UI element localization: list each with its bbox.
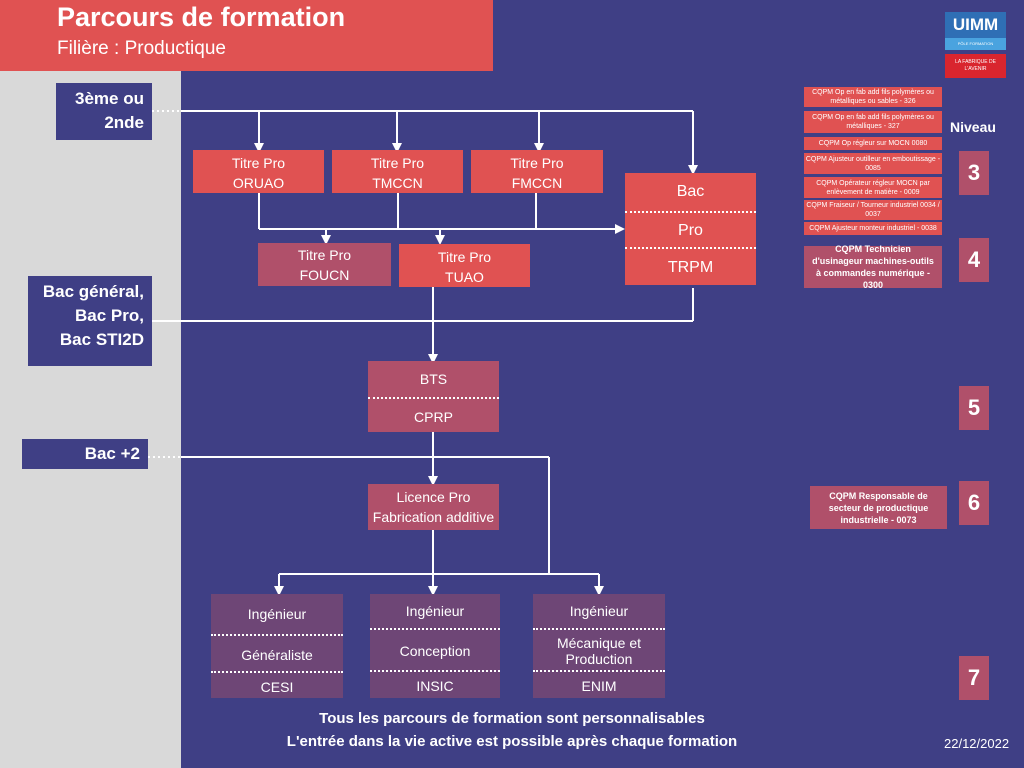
entry-bac-plus-2: Bac +2 <box>22 439 148 469</box>
level-badge: 6 <box>959 481 989 525</box>
logo-sub1: PÔLE FORMATION <box>945 38 1006 50</box>
ingenieur-line: Généraliste <box>211 634 343 673</box>
titre-line: FOUCN <box>299 267 350 283</box>
titre-line: Titre Pro <box>437 249 492 265</box>
entry-line: Bac STI2D <box>59 330 144 349</box>
titre-line: Titre Pro <box>297 247 352 263</box>
ingenieur-insic: Ingénieur Conception INSIC <box>370 594 500 698</box>
logo-text: UIMM <box>945 12 1006 38</box>
licence-line: Licence Pro <box>396 489 471 505</box>
footer-line-1: Tous les parcours de formation sont pers… <box>319 710 705 727</box>
cqpm-item: CQPM Responsable de secteur de productiq… <box>810 486 947 529</box>
ingenieur-cesi: Ingénieur Généraliste CESI <box>211 594 343 698</box>
titre-line: TMCCN <box>372 175 423 191</box>
ingenieur-line: CESI <box>211 671 343 700</box>
cqpm-item: CQPM Op en fab add fils polymères ou mét… <box>804 111 942 133</box>
ingenieur-line: Mécanique et Production <box>533 628 665 672</box>
bts-line: BTS <box>419 371 448 387</box>
bts-line: CPRP <box>368 397 499 434</box>
bac-line: Pro <box>625 211 756 249</box>
titre-line: TUAO <box>445 269 484 285</box>
level-badge: 4 <box>959 238 989 282</box>
entry-3eme-2nde: 3ème ou 2nde <box>56 83 152 140</box>
entry-line: 2nde <box>104 113 144 132</box>
cqpm-item: CQPM Ajusteur monteur industriel - 0038 <box>804 222 942 235</box>
level-badge: 5 <box>959 386 989 430</box>
titre-line: ORUAO <box>232 175 285 191</box>
ingenieur-line: INSIC <box>370 670 500 700</box>
titre-pro-fmccn: Titre Pro FMCCN <box>471 150 603 193</box>
titre-line: FMCCN <box>511 175 563 191</box>
bts-cprp: BTS CPRP <box>368 361 499 432</box>
ingenieur-enim: Ingénieur Mécanique et Production ENIM <box>533 594 665 698</box>
bac-line: TRPM <box>625 247 756 287</box>
cqpm-item: CQPM Ajusteur outilleur en emboutissage … <box>804 153 942 174</box>
page-title: Parcours de formation <box>57 2 346 32</box>
ingenieur-line: Ingénieur <box>247 606 307 622</box>
bac-pro-trpm: Bac Pro TRPM <box>625 173 756 285</box>
licence-pro: Licence Pro Fabrication additive <box>368 484 499 530</box>
ingenieur-line: Conception <box>370 628 500 672</box>
titre-line: Titre Pro <box>231 155 286 171</box>
cqpm-item: CQPM Op régleur sur MOCN 0080 <box>804 137 942 150</box>
ingenieur-line: ENIM <box>533 670 665 700</box>
footer-date: 22/12/2022 <box>944 736 1010 751</box>
titre-pro-tuao: Titre Pro TUAO <box>399 244 530 287</box>
header-banner <box>0 0 493 71</box>
entry-line: 3ème ou <box>75 89 144 108</box>
cqpm-item: CQPM Fraiseur / Tourneur industriel 0034… <box>804 200 942 220</box>
logo-sub2: LA FABRIQUE DE L'AVENIR <box>945 54 1006 78</box>
ingenieur-line: Ingénieur <box>569 603 629 619</box>
page-subtitle: Filière : Productique <box>57 38 226 59</box>
ingenieur-line: Ingénieur <box>405 603 465 619</box>
entry-line: Bac général, <box>42 282 144 301</box>
titre-pro-tmccn: Titre Pro TMCCN <box>332 150 463 193</box>
bac-line: Bac <box>676 183 705 200</box>
uimm-logo: UIMM PÔLE FORMATION LA FABRIQUE DE L'AVE… <box>945 12 1006 78</box>
licence-line: Fabrication additive <box>372 509 495 525</box>
niveau-label: Niveau <box>950 119 996 135</box>
cqpm-item: CQPM Op en fab add fils polymères ou mét… <box>804 87 942 107</box>
cqpm-item: CQPM Technicien d'usinageur machines-out… <box>804 244 942 290</box>
cqpm-item: CQPM Opérateur régleur MOCN par enlèveme… <box>804 177 942 198</box>
titre-line: Titre Pro <box>510 155 564 171</box>
level-badge: 7 <box>959 656 989 700</box>
titre-line: Titre Pro <box>370 155 425 171</box>
titre-pro-oruao: Titre Pro ORUAO <box>193 150 324 193</box>
entry-line: Bac Pro, <box>75 306 144 325</box>
footer-line-2: L'entrée dans la vie active est possible… <box>286 733 738 750</box>
titre-pro-foucn: Titre Pro FOUCN <box>258 243 391 286</box>
level-badge: 3 <box>959 151 989 195</box>
entry-bac-general: Bac général, Bac Pro, Bac STI2D <box>28 276 152 366</box>
